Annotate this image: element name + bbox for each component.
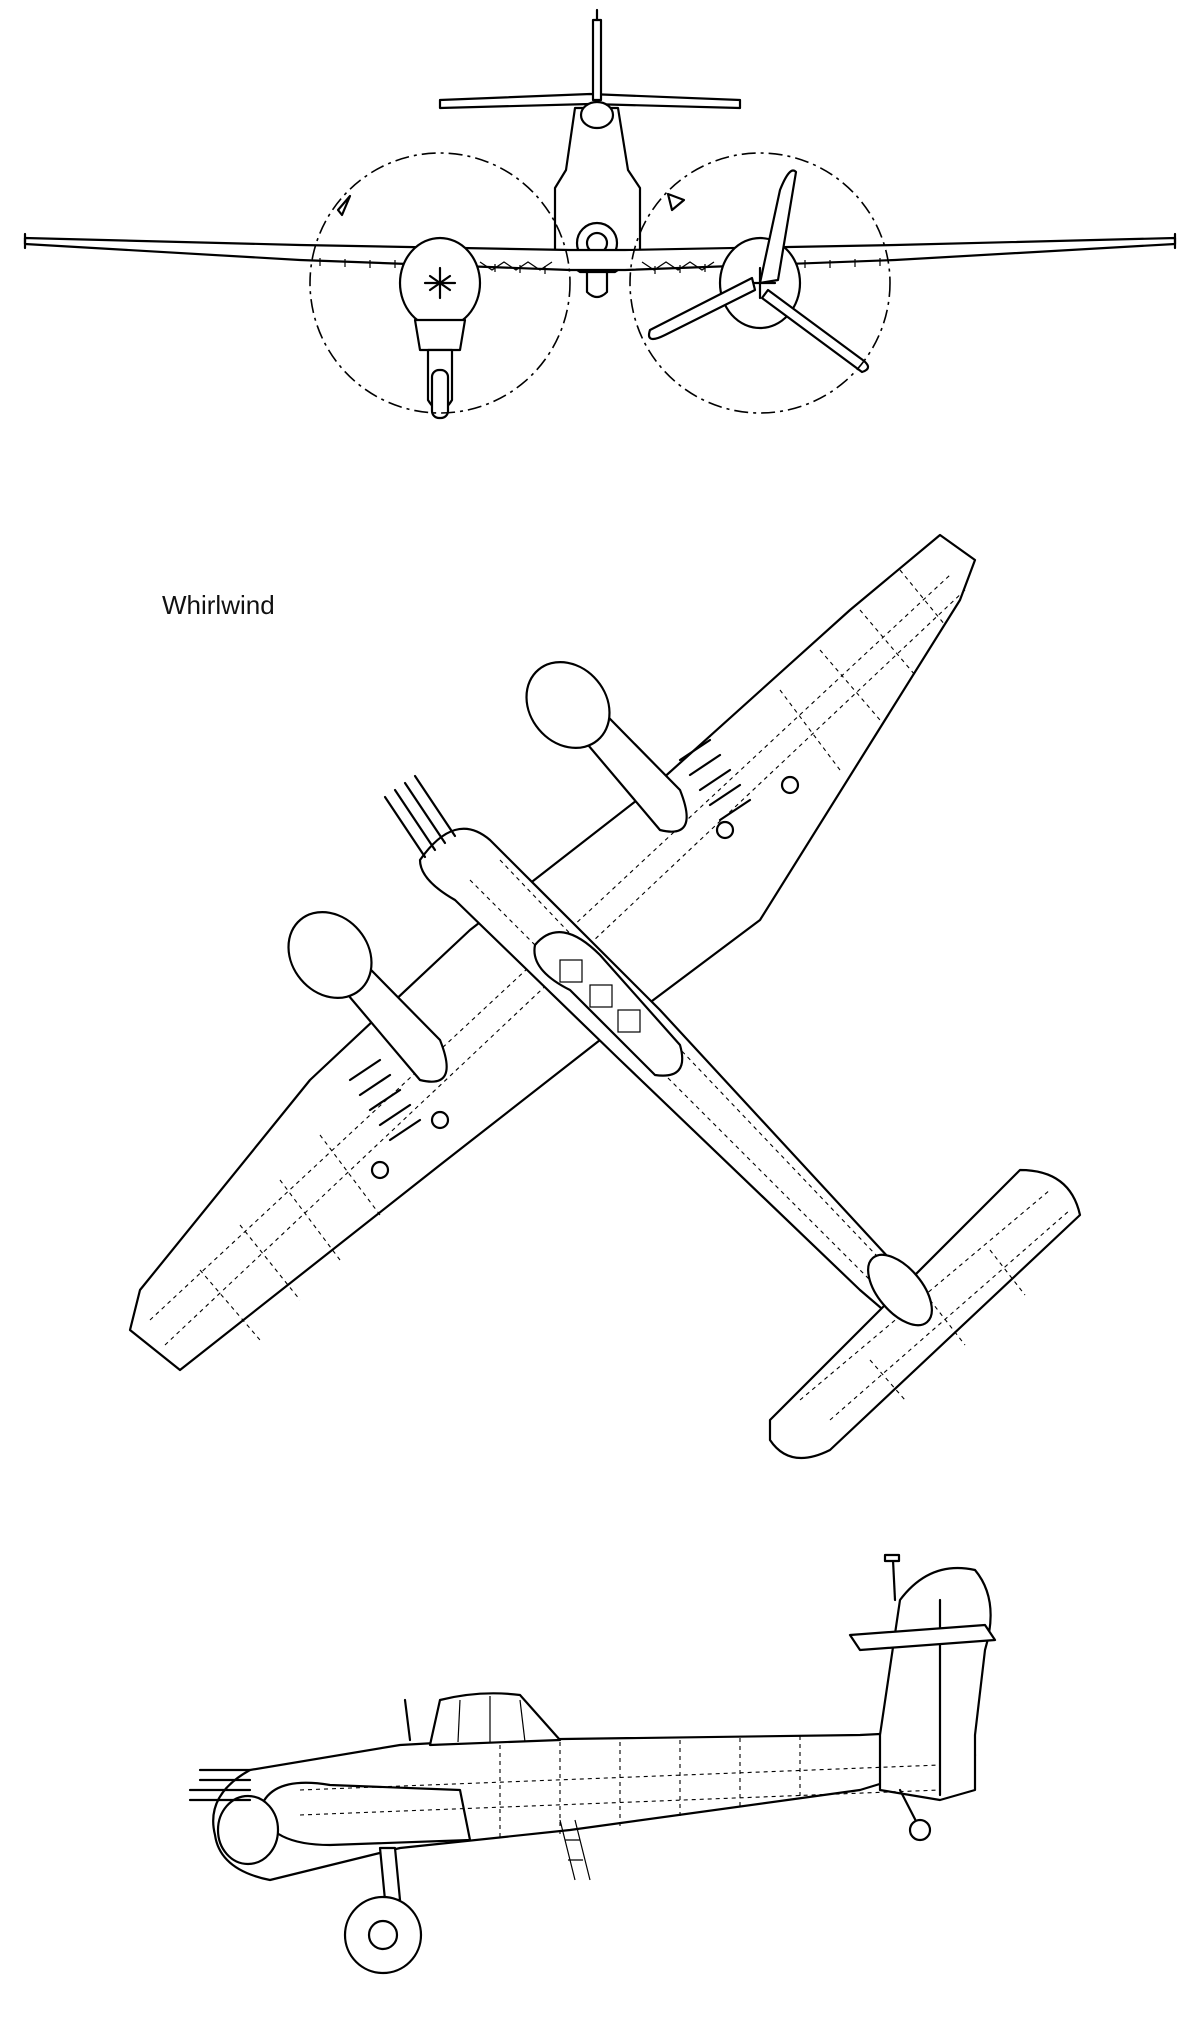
side-view <box>188 1553 997 1975</box>
aircraft-name-caption: Whirlwind <box>162 590 275 620</box>
front-view <box>23 8 1177 420</box>
plan-view <box>128 533 1082 1460</box>
